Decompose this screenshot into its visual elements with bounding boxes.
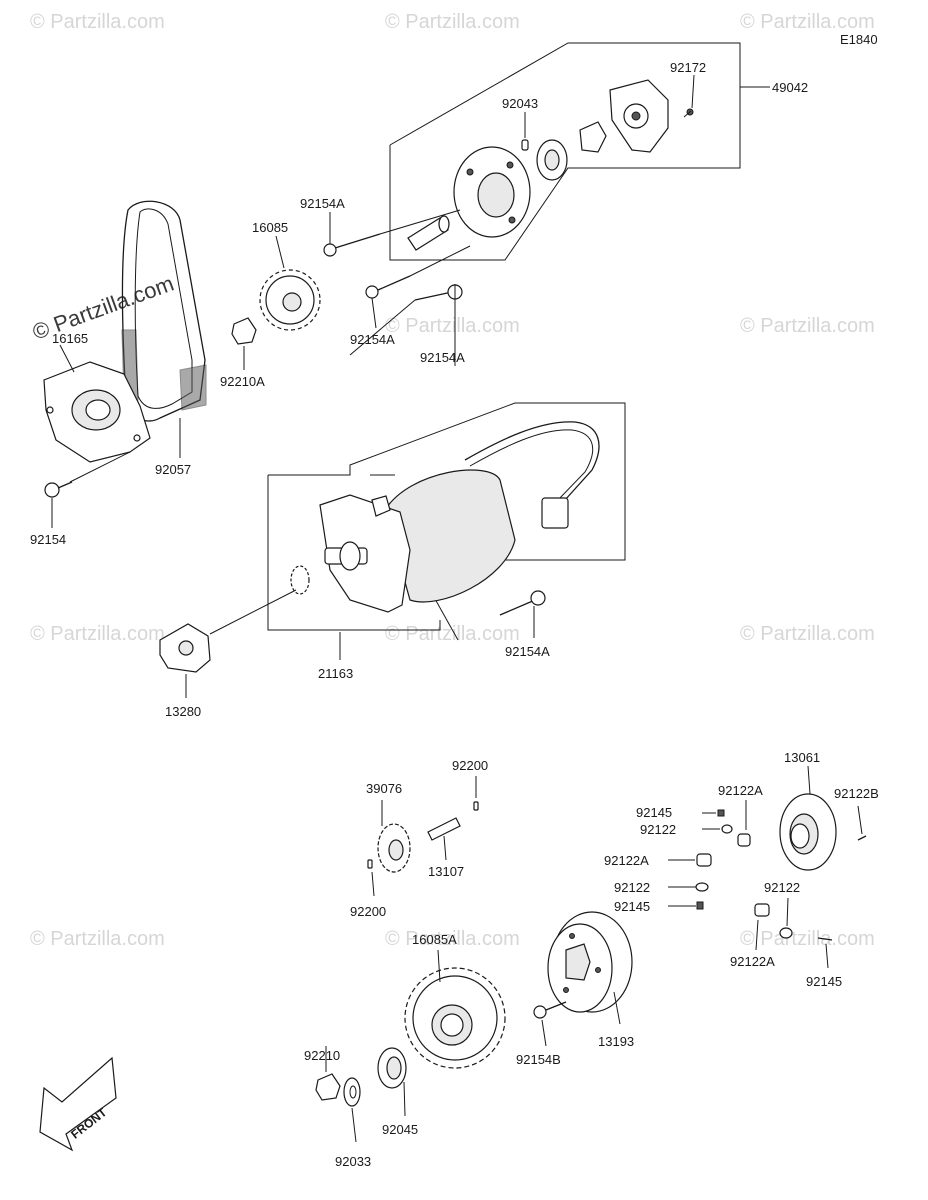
watermark: © Partzilla.com: [385, 623, 520, 645]
rotor: [547, 911, 633, 1025]
watermark: © Partzilla.com: [30, 11, 165, 33]
screw: [817, 937, 833, 969]
part-label: 92172: [670, 60, 706, 75]
part-label: 13193: [598, 1034, 634, 1049]
part-label: 92122: [640, 822, 676, 837]
part-label: 92122: [614, 880, 650, 895]
watermark: © Partzilla.com: [385, 928, 520, 950]
idle-gear: [377, 800, 411, 873]
part-label: 92122B: [834, 786, 879, 801]
part-label: 16085A: [412, 932, 457, 947]
part-label: 92200: [452, 758, 488, 773]
part-label: 92154: [30, 532, 66, 547]
diagram-code: E1840: [840, 32, 878, 47]
part-label: 92154B: [516, 1052, 561, 1067]
bolt: [323, 212, 381, 257]
starter-gear: [404, 949, 506, 1069]
watermark: © Partzilla.com: [385, 11, 520, 33]
collar: [315, 1046, 341, 1101]
shaft: [427, 817, 461, 861]
watermark: © Partzilla.com: [740, 623, 875, 645]
washer: [343, 1077, 361, 1143]
part-label: 92145: [614, 899, 650, 914]
watermark: © Partzilla.com: [30, 928, 165, 950]
part-label: 13061: [784, 750, 820, 765]
screw: [702, 809, 725, 817]
part-label: 92033: [335, 1154, 371, 1169]
part-label: 92145: [636, 805, 672, 820]
collar: [231, 317, 257, 370]
part-label: 92200: [350, 904, 386, 919]
part-label: 92154A: [350, 332, 395, 347]
bolt: [499, 590, 546, 638]
part-label: 16165: [52, 331, 88, 346]
spring: [702, 824, 733, 834]
starter-motor: [267, 402, 626, 660]
spring: [779, 897, 793, 939]
watermark: © Partzilla.com: [385, 315, 520, 337]
part-label: 92043: [502, 96, 538, 111]
bolt: [365, 275, 411, 329]
part-label: 92154A: [505, 644, 550, 659]
roller: [668, 853, 712, 867]
part-label: 13107: [428, 864, 464, 879]
part-label: 21163: [318, 666, 353, 681]
part-label: 39076: [366, 781, 402, 796]
part-label: 92045: [382, 1122, 418, 1137]
spring: [668, 882, 709, 892]
part-label: 92057: [155, 462, 191, 477]
watermark: © Partzilla.com: [740, 11, 875, 33]
holder: [159, 623, 211, 698]
starter-clutch-plate: [779, 765, 837, 871]
front-arrow-icon: FRONT: [39, 1056, 117, 1152]
watermark: © Partzilla.com: [30, 623, 165, 645]
roller: [737, 800, 751, 847]
part-label: 92210A: [220, 374, 265, 389]
bolt: [44, 481, 73, 528]
part-label: 16085: [252, 220, 288, 235]
bolt: [533, 1001, 567, 1047]
part-label: 92210: [304, 1048, 340, 1063]
part-label: 92122: [764, 880, 800, 895]
part-label: 92145: [806, 974, 842, 989]
sprocket: [259, 235, 321, 331]
part-label: 92122A: [718, 783, 763, 798]
starter-clutch-assembly: [323, 42, 770, 329]
bearing: [377, 1047, 407, 1117]
part-label: 49042: [772, 80, 808, 95]
watermark: © Partzilla.com: [740, 315, 875, 337]
bolt: [349, 284, 463, 366]
chain-guide: [43, 344, 151, 483]
screw: [668, 901, 704, 910]
watermark: © Partzilla.com: [740, 928, 875, 950]
pin: [473, 776, 479, 811]
part-label: 92122A: [604, 853, 649, 868]
pin: [857, 805, 867, 841]
part-label: 92154A: [300, 196, 345, 211]
o-ring: [209, 565, 310, 635]
roller: [754, 903, 770, 951]
part-label: 92122A: [730, 954, 775, 969]
part-label: 13280: [165, 704, 201, 719]
part-label: 92154A: [420, 350, 465, 365]
pin: [367, 859, 375, 897]
